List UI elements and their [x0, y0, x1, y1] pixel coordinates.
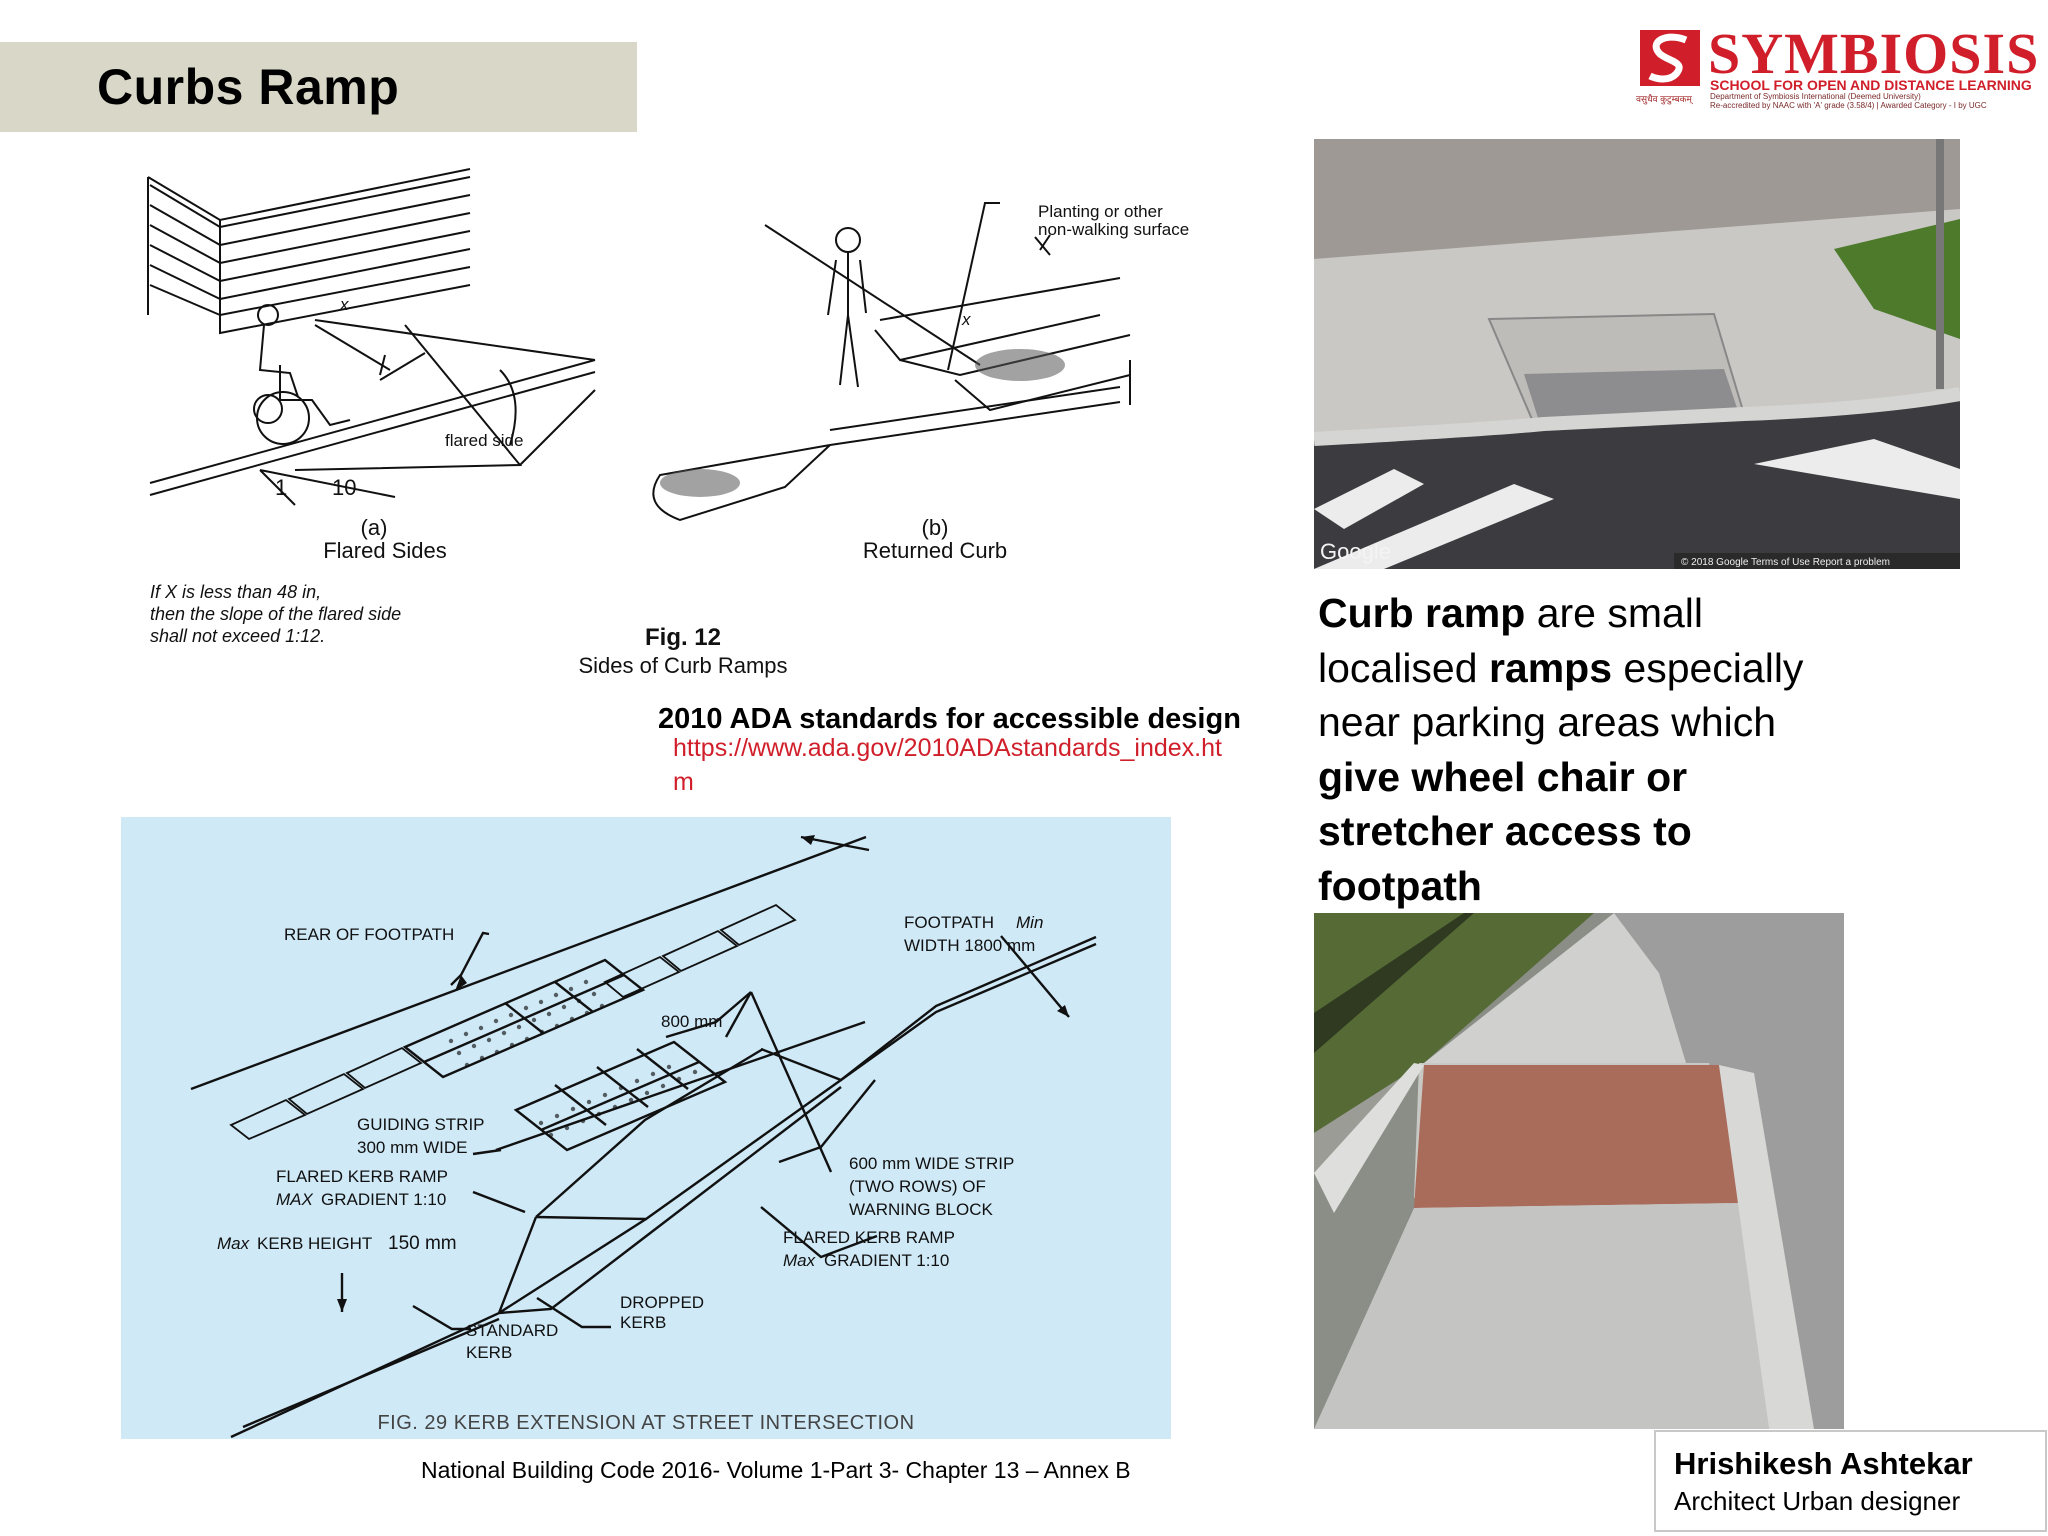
fig29-standard-kerb-label-2: KERB [466, 1343, 512, 1362]
fig29-warning-strip-label-1: 600 mm WIDE STRIP [849, 1154, 1014, 1173]
author-card: Hrishikesh Ashtekar Architect Urban desi… [1654, 1430, 2047, 1532]
ada-standards-link[interactable]: https://www.ada.gov/2010ADAstandards_ind… [673, 734, 1222, 796]
fig12-label-a-name: Flared Sides [323, 538, 447, 563]
fig29-kerb-height-max: Max [217, 1234, 250, 1253]
desc-access: give wheel chair or stretcher access to … [1318, 753, 1692, 909]
fig29-flared-ramp-right-label-1: FLARED KERB RAMP [783, 1228, 955, 1247]
fig12-note-line-1: If X is less than 48 in, [150, 582, 321, 602]
fig29-flared-ramp-right-max: Max [783, 1251, 816, 1270]
desc-ramps: ramps [1488, 644, 1612, 691]
desc-curb-ramp: Curb ramp [1318, 590, 1526, 636]
fig12-note-line-3: shall not exceed 1:12. [150, 626, 325, 646]
fig12-label-b-name: Returned Curb [863, 538, 1007, 563]
google-footer: © 2018 Google Terms of Use Report a prob… [1681, 557, 1890, 568]
fig29-standard-kerb-label-1: STANDARD [466, 1321, 558, 1340]
fig12-caption: Sides of Curb Ramps [578, 653, 787, 678]
fig29-flared-ramp-label-2: GRADIENT 1:10 [321, 1190, 446, 1209]
title-banner [0, 42, 637, 132]
desc-part-4: especially near parking areas which [1318, 644, 1804, 746]
fig29-footpath-width-label-1: FOOTPATH [904, 913, 994, 932]
fig12-x-mark-a: x [339, 295, 349, 314]
logo-tagline-line-1: Department of Symbiosis International (D… [1710, 92, 1921, 101]
logo-motto: वसुधैव कुटुम्बकम् [1636, 94, 1692, 104]
fig29-dropped-kerb-label-2: KERB [620, 1313, 666, 1332]
fig29-footpath-width-min: Min [1016, 913, 1043, 932]
fig12-label-b-letter: (b) [922, 515, 949, 540]
page-title: Curbs Ramp [97, 59, 400, 115]
author-name: Hrishikesh Ashtekar [1674, 1446, 1973, 1481]
fig29-dimension-800: 800 mm [661, 1012, 722, 1031]
fig12-flared-side-label: flared side [445, 431, 523, 450]
google-watermark: Google [1320, 539, 1391, 564]
sidewalk-ramp-photo [1314, 913, 1844, 1429]
figure-12-curb-ramp-drawing: flared side Planting or other non-walkin… [147, 168, 1189, 678]
ada-standards-title: 2010 ADA standards for accessible design [658, 703, 1241, 735]
curb-ramp-photo: Google © 2018 Google Terms of Use Report… [1314, 139, 1960, 569]
fig29-flared-ramp-label-1: FLARED KERB RAMP [276, 1167, 448, 1186]
fig29-flared-ramp-max: MAX [276, 1190, 314, 1209]
curb-ramp-description: Curb ramp are small localised ramps espe… [1318, 586, 1838, 913]
logo-tagline: Department of Symbiosis International (D… [1710, 92, 1987, 110]
fig12-x-mark-b: x [961, 310, 971, 329]
logo-subtitle: SCHOOL FOR OPEN AND DISTANCE LEARNING [1710, 77, 2032, 93]
fig29-guiding-strip-label-2: 300 mm WIDE [357, 1138, 468, 1157]
fig29-footpath-width-label-2: WIDTH 1800 mm [904, 936, 1035, 955]
symbiosis-emblem-icon [1640, 30, 1700, 86]
fig29-rear-of-footpath-label: REAR OF FOOTPATH [284, 925, 454, 944]
fig29-guiding-strip-label-1: GUIDING STRIP [357, 1115, 485, 1134]
fig29-caption: FIG. 29 KERB EXTENSION AT STREET INTERSE… [377, 1412, 914, 1434]
fig29-warning-strip-label-2: (TWO ROWS) OF [849, 1177, 986, 1196]
logo-wordmark: SYMBIOSIS [1708, 21, 2040, 86]
logo-tagline-line-2: Re-accredited by NAAC with 'A' grade (3.… [1710, 101, 1987, 110]
fig29-warning-strip-label-3: WARNING BLOCK [849, 1200, 994, 1219]
fig12-number: Fig. 12 [645, 624, 721, 651]
fig12-planting-label-1: Planting or other [1038, 202, 1163, 221]
fig12-planting-label-2: non-walking surface [1038, 220, 1189, 239]
nbc-source-caption: National Building Code 2016- Volume 1-Pa… [421, 1457, 1131, 1483]
desc-part-2: are small localised [1318, 590, 1704, 691]
fig29-dropped-kerb-label-1: DROPPED [620, 1293, 704, 1312]
author-role: Architect Urban designer [1674, 1486, 1961, 1516]
symbiosis-logo: SYMBIOSIS SCHOOL FOR OPEN AND DISTANCE L… [1636, 22, 2038, 111]
fig29-kerb-height-label: KERB HEIGHT [257, 1234, 372, 1253]
fig12-slope-1: 1 [275, 475, 287, 500]
figure-29-kerb-extension-drawing: REAR OF FOOTPATH FOOTPATH Min WIDTH 1800… [121, 817, 1171, 1439]
fig29-flared-ramp-right-label-2: GRADIENT 1:10 [824, 1251, 949, 1270]
fig29-kerb-height-value: 150 mm [388, 1233, 457, 1254]
fig12-note-line-2: then the slope of the flared side [150, 604, 401, 624]
fig12-slope-10: 10 [332, 475, 356, 500]
fig12-label-a-letter: (a) [361, 515, 388, 540]
